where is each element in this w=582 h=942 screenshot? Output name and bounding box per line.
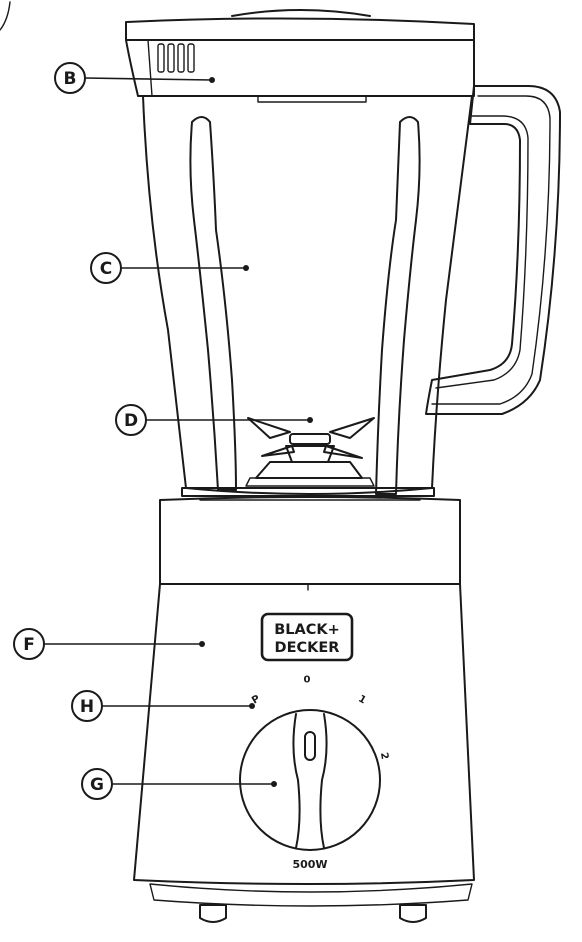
dial-label-pulse: P <box>250 693 262 706</box>
callout-h: H <box>71 690 255 722</box>
dial-label-speed-2: 2 <box>378 752 390 761</box>
power-rating-label: 500W <box>292 858 327 871</box>
brand-line-1: BLACK+ <box>274 622 340 638</box>
lid-vent-slots <box>157 43 195 73</box>
callout-b: B <box>54 62 215 94</box>
brand-line-2: DECKER <box>275 640 340 656</box>
jar-handle <box>425 85 561 415</box>
callout-f-label: F <box>23 635 35 655</box>
callout-d-label: D <box>124 411 138 431</box>
motor-base <box>133 496 475 923</box>
lid <box>125 9 475 103</box>
callout-c-label: C <box>100 259 112 279</box>
jar-rib-left <box>189 116 237 491</box>
dial-label-off: 0 <box>304 675 311 686</box>
callout-g-label: G <box>90 775 104 795</box>
callout-g: G <box>81 768 277 800</box>
callout-b-label: B <box>64 69 77 89</box>
callout-c: C <box>90 252 249 284</box>
jar-rib-right <box>375 116 421 495</box>
dial-pointer <box>304 731 316 761</box>
callout-f: F <box>13 628 205 660</box>
foot-right <box>399 904 427 923</box>
callout-d: D <box>115 404 313 436</box>
foot-left <box>199 904 227 923</box>
dial-label-speed-1: 1 <box>356 693 368 706</box>
blade-assembly <box>245 417 375 487</box>
jar <box>142 95 473 501</box>
corner-fragment <box>0 1 11 31</box>
brand-logo: BLACK+ DECKER <box>260 612 354 662</box>
speed-dial[interactable]: P 0 1 2 <box>239 675 390 851</box>
callout-h-label: H <box>80 697 94 717</box>
